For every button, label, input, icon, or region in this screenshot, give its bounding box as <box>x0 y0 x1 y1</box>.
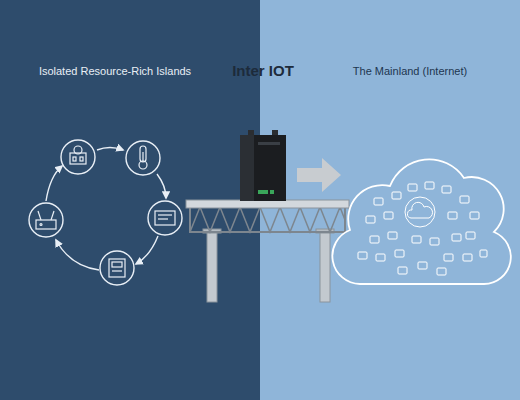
cloud-icons-part <box>437 268 446 275</box>
cloud-icons-part <box>405 197 435 227</box>
cloud-icons-part <box>374 198 383 205</box>
device-icons-part <box>80 157 83 161</box>
cloud-icons-part <box>370 236 379 243</box>
gateway-device-part <box>272 130 278 136</box>
cloud-icons-part <box>407 202 432 218</box>
device-cycle-part <box>136 236 158 264</box>
cloud-icons-part <box>366 216 375 223</box>
device-icons-part <box>139 161 147 169</box>
device-cycle-part <box>148 201 182 235</box>
cloud-icons-part <box>376 254 385 261</box>
bridge-part <box>190 207 345 232</box>
device-icons-part <box>74 146 82 154</box>
device-icons <box>36 146 175 277</box>
cloud-icons-part <box>470 212 479 219</box>
device-icons-part <box>142 152 143 162</box>
bridge-part <box>190 207 345 232</box>
device-cycle-part <box>126 141 160 175</box>
cloud-icons-part <box>444 254 453 261</box>
device-cycle-part <box>56 240 99 270</box>
cloud-icons-part <box>452 234 461 241</box>
cloud-icons-part <box>418 262 427 269</box>
gateway-device-part <box>270 190 274 194</box>
cloud-icons-part <box>430 238 439 245</box>
device-icons-part <box>112 262 122 267</box>
device-icons-part <box>158 218 168 219</box>
device-icons-part <box>155 211 175 225</box>
gateway-device-part <box>240 135 286 201</box>
gateway-device-part <box>258 190 268 194</box>
gateway-device <box>240 130 286 201</box>
cloud-icons-part <box>460 196 469 203</box>
device-cycle-part <box>100 251 134 285</box>
cloud-icons-part <box>425 182 434 189</box>
cloud-part <box>332 159 510 284</box>
cloud-icons-part <box>463 254 472 261</box>
device-icons-part <box>70 153 86 164</box>
device-cycle-part <box>29 203 63 237</box>
region-heading: The Mainland (Internet) <box>325 64 495 78</box>
cloud-icons-part <box>384 212 393 219</box>
device-cycle-part <box>61 140 95 174</box>
device-icons-part <box>36 220 56 229</box>
bridge-part <box>316 229 334 233</box>
device-cycle <box>29 140 182 285</box>
device-icons-part <box>40 224 42 226</box>
gateway-device-part <box>240 135 254 201</box>
cloud-icons <box>358 182 487 275</box>
device-icons-part <box>51 211 54 220</box>
gateway-device-part <box>258 142 280 145</box>
device-icons-part <box>112 270 122 271</box>
device-icons-part <box>158 214 172 215</box>
device-icons-part <box>109 259 125 277</box>
cloud-icons-part <box>408 184 417 191</box>
diagram-title: Inter IOT <box>193 62 333 79</box>
gateway-device-part <box>248 130 254 136</box>
cloud-icons-part <box>398 267 407 274</box>
region-band: The Mainland (Internet) <box>260 0 520 400</box>
cloud-icons-part <box>442 186 451 193</box>
cloud <box>332 159 510 284</box>
cloud-icons-part <box>480 250 487 257</box>
cloud-icons-part <box>412 236 421 243</box>
flow-arrow <box>297 158 341 192</box>
device-cycle-part <box>157 174 166 198</box>
bridge-part <box>207 232 217 302</box>
device-icons-part <box>38 211 41 220</box>
cloud-icons-part <box>388 232 397 239</box>
bridge-part <box>203 229 221 233</box>
cloud-icons-part <box>358 252 367 259</box>
bridge-part <box>320 232 330 302</box>
bridge-part <box>186 200 349 208</box>
device-cycle-part <box>46 166 62 201</box>
bridge <box>186 200 349 302</box>
device-icons-part <box>140 146 146 162</box>
device-icons-part <box>73 157 76 161</box>
cloud-icons-part <box>392 192 401 199</box>
device-cycle-part <box>97 148 123 151</box>
region-heading: Isolated Resource-Rich Islands <box>15 64 215 78</box>
cloud-icons-part <box>466 232 475 239</box>
region-band: Isolated Resource-Rich Islands <box>0 0 260 400</box>
cloud-icons-part <box>448 212 457 219</box>
cloud-icons-part <box>395 250 404 257</box>
